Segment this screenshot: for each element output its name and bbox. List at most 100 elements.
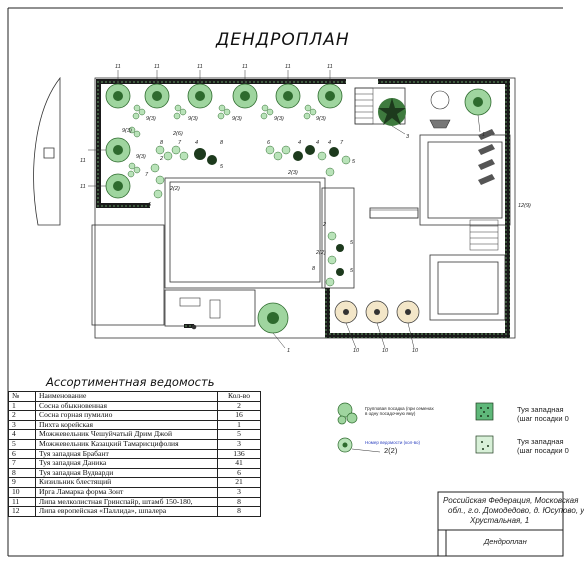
- label-12-9: 12(9): [518, 203, 531, 209]
- stamp-address-line-1: Российская Федерация, Московская: [443, 496, 579, 505]
- cell-number: 2: [8, 410, 36, 421]
- cell-name: Ирга Ламарка форма Зонт: [35, 486, 218, 498]
- number-marker-example: 2(2): [384, 446, 398, 455]
- cell-number: 10: [8, 486, 36, 498]
- label-pine-1a: 1: [287, 348, 290, 354]
- pine-trees: [257, 88, 492, 334]
- cell-count: 16: [217, 410, 261, 421]
- label-2-2a: 2(2): [169, 186, 180, 192]
- site-boundary: [91, 77, 516, 339]
- cell-count: 8: [217, 496, 261, 508]
- label-n8c: 8: [312, 266, 316, 272]
- cell-count: 136: [217, 448, 261, 460]
- danika-legend-note: (шаг посадки 0: [517, 446, 569, 455]
- number-marker-note: Номер ведомости (кол-во): [365, 440, 421, 445]
- cell-number: 4: [8, 429, 36, 440]
- amelanchier-trees: [334, 300, 420, 324]
- label-9-3b: 9(3): [188, 116, 198, 122]
- brabant-legend-label: Туя западная: [517, 405, 564, 414]
- cell-count: 6: [217, 467, 261, 479]
- table-header-row: № Наименование Кол-во: [8, 391, 261, 402]
- label-tree-11g: 11: [80, 158, 86, 164]
- danika-legend-label: Туя западная: [517, 437, 564, 446]
- cell-name: Можжевельник Казацкий Тамарисцифолия: [35, 438, 218, 450]
- label-n5d: 5: [350, 268, 354, 274]
- label-pine-1b: 1: [482, 132, 485, 138]
- label-n6a: 6: [267, 140, 271, 146]
- label-tree-11a: 11: [115, 64, 121, 70]
- tilia-trees: [105, 83, 343, 199]
- label-abies-3: 3: [406, 134, 410, 140]
- cell-number: 6: [8, 448, 36, 460]
- label-n7b: 7: [340, 140, 344, 146]
- cell-name: Липа европейская «Паллида», шпалера: [35, 506, 218, 517]
- cell-count: 2: [217, 400, 261, 412]
- col-header-name: Наименование: [35, 391, 218, 402]
- cell-number: 12: [8, 506, 36, 517]
- label-n8b: 8: [220, 140, 224, 146]
- cell-name: Кизильник блестящий: [35, 477, 218, 488]
- label-n2b: 2: [322, 222, 326, 228]
- label-10b: 10: [382, 348, 389, 354]
- shrub-bed-right: [325, 231, 344, 287]
- label-9-3e: 9(3): [316, 116, 326, 122]
- cell-count: 3: [217, 438, 261, 450]
- label-2-2b: 2(2): [315, 250, 326, 256]
- label-9-3c: 9(3): [232, 116, 242, 122]
- col-header-number: №: [8, 391, 36, 402]
- page-title: ДЕНДРОПЛАН: [216, 30, 350, 50]
- title-block: [437, 491, 564, 557]
- label-n5c: 5: [350, 240, 354, 246]
- stamp-address-line-2: обл., г.о. Домодедово, д. Юсупово, у: [448, 506, 584, 515]
- cell-number: 7: [8, 458, 36, 469]
- cell-count: 3: [217, 486, 261, 498]
- cell-name: Туя западная Даника: [35, 458, 218, 469]
- espalier-hedge: [505, 180, 510, 240]
- label-n7c: 7: [145, 172, 149, 178]
- stairs: [354, 87, 499, 251]
- label-10c: 10: [412, 348, 419, 354]
- label-n4c: 4: [316, 140, 319, 146]
- cell-number: 3: [8, 419, 36, 431]
- cell-count: 41: [217, 458, 261, 469]
- leader-lines: [88, 70, 481, 349]
- cell-count: 8: [217, 506, 261, 517]
- label-tree-11c: 11: [197, 64, 203, 70]
- label-tree-11b: 11: [154, 64, 160, 70]
- hedges: [96, 79, 510, 338]
- label-tree-11f: 11: [327, 64, 333, 70]
- abies-tree: [378, 98, 406, 126]
- label-n5a: 5: [352, 159, 356, 165]
- cotoneaster-groups: [127, 104, 317, 178]
- cell-count: 5: [217, 429, 261, 440]
- label-9-3f: 9(3): [122, 128, 132, 134]
- group-planting-symbol: [337, 402, 358, 425]
- symbol-legend: [337, 402, 494, 454]
- plan-labels: 11 11 11 11 11 11 11 11 9(3) 9(3) 9(3) 9…: [80, 64, 531, 354]
- site-ornaments: [179, 90, 451, 330]
- label-10a: 10: [353, 348, 360, 354]
- dendroplan-drawing: 11 11 11 11 11 11 11 11 9(3) 9(3) 9(3) 9…: [7, 7, 564, 557]
- label-9-3g: 9(3): [136, 154, 146, 160]
- shrub-bed-top: [150, 145, 351, 199]
- label-n6b: 6: [148, 202, 152, 208]
- cell-number: 1: [8, 400, 36, 412]
- label-n4d: 4: [328, 140, 331, 146]
- label-n2a: 2: [159, 156, 163, 162]
- label-2-3: 2(3): [287, 170, 298, 176]
- brabant-legend-note: (шаг посадки 0: [517, 414, 569, 423]
- stamp-sheet-name: Дендроплан: [484, 537, 527, 546]
- cell-name: Пихта корейская: [35, 419, 218, 431]
- label-9-3a: 9(3): [146, 116, 156, 122]
